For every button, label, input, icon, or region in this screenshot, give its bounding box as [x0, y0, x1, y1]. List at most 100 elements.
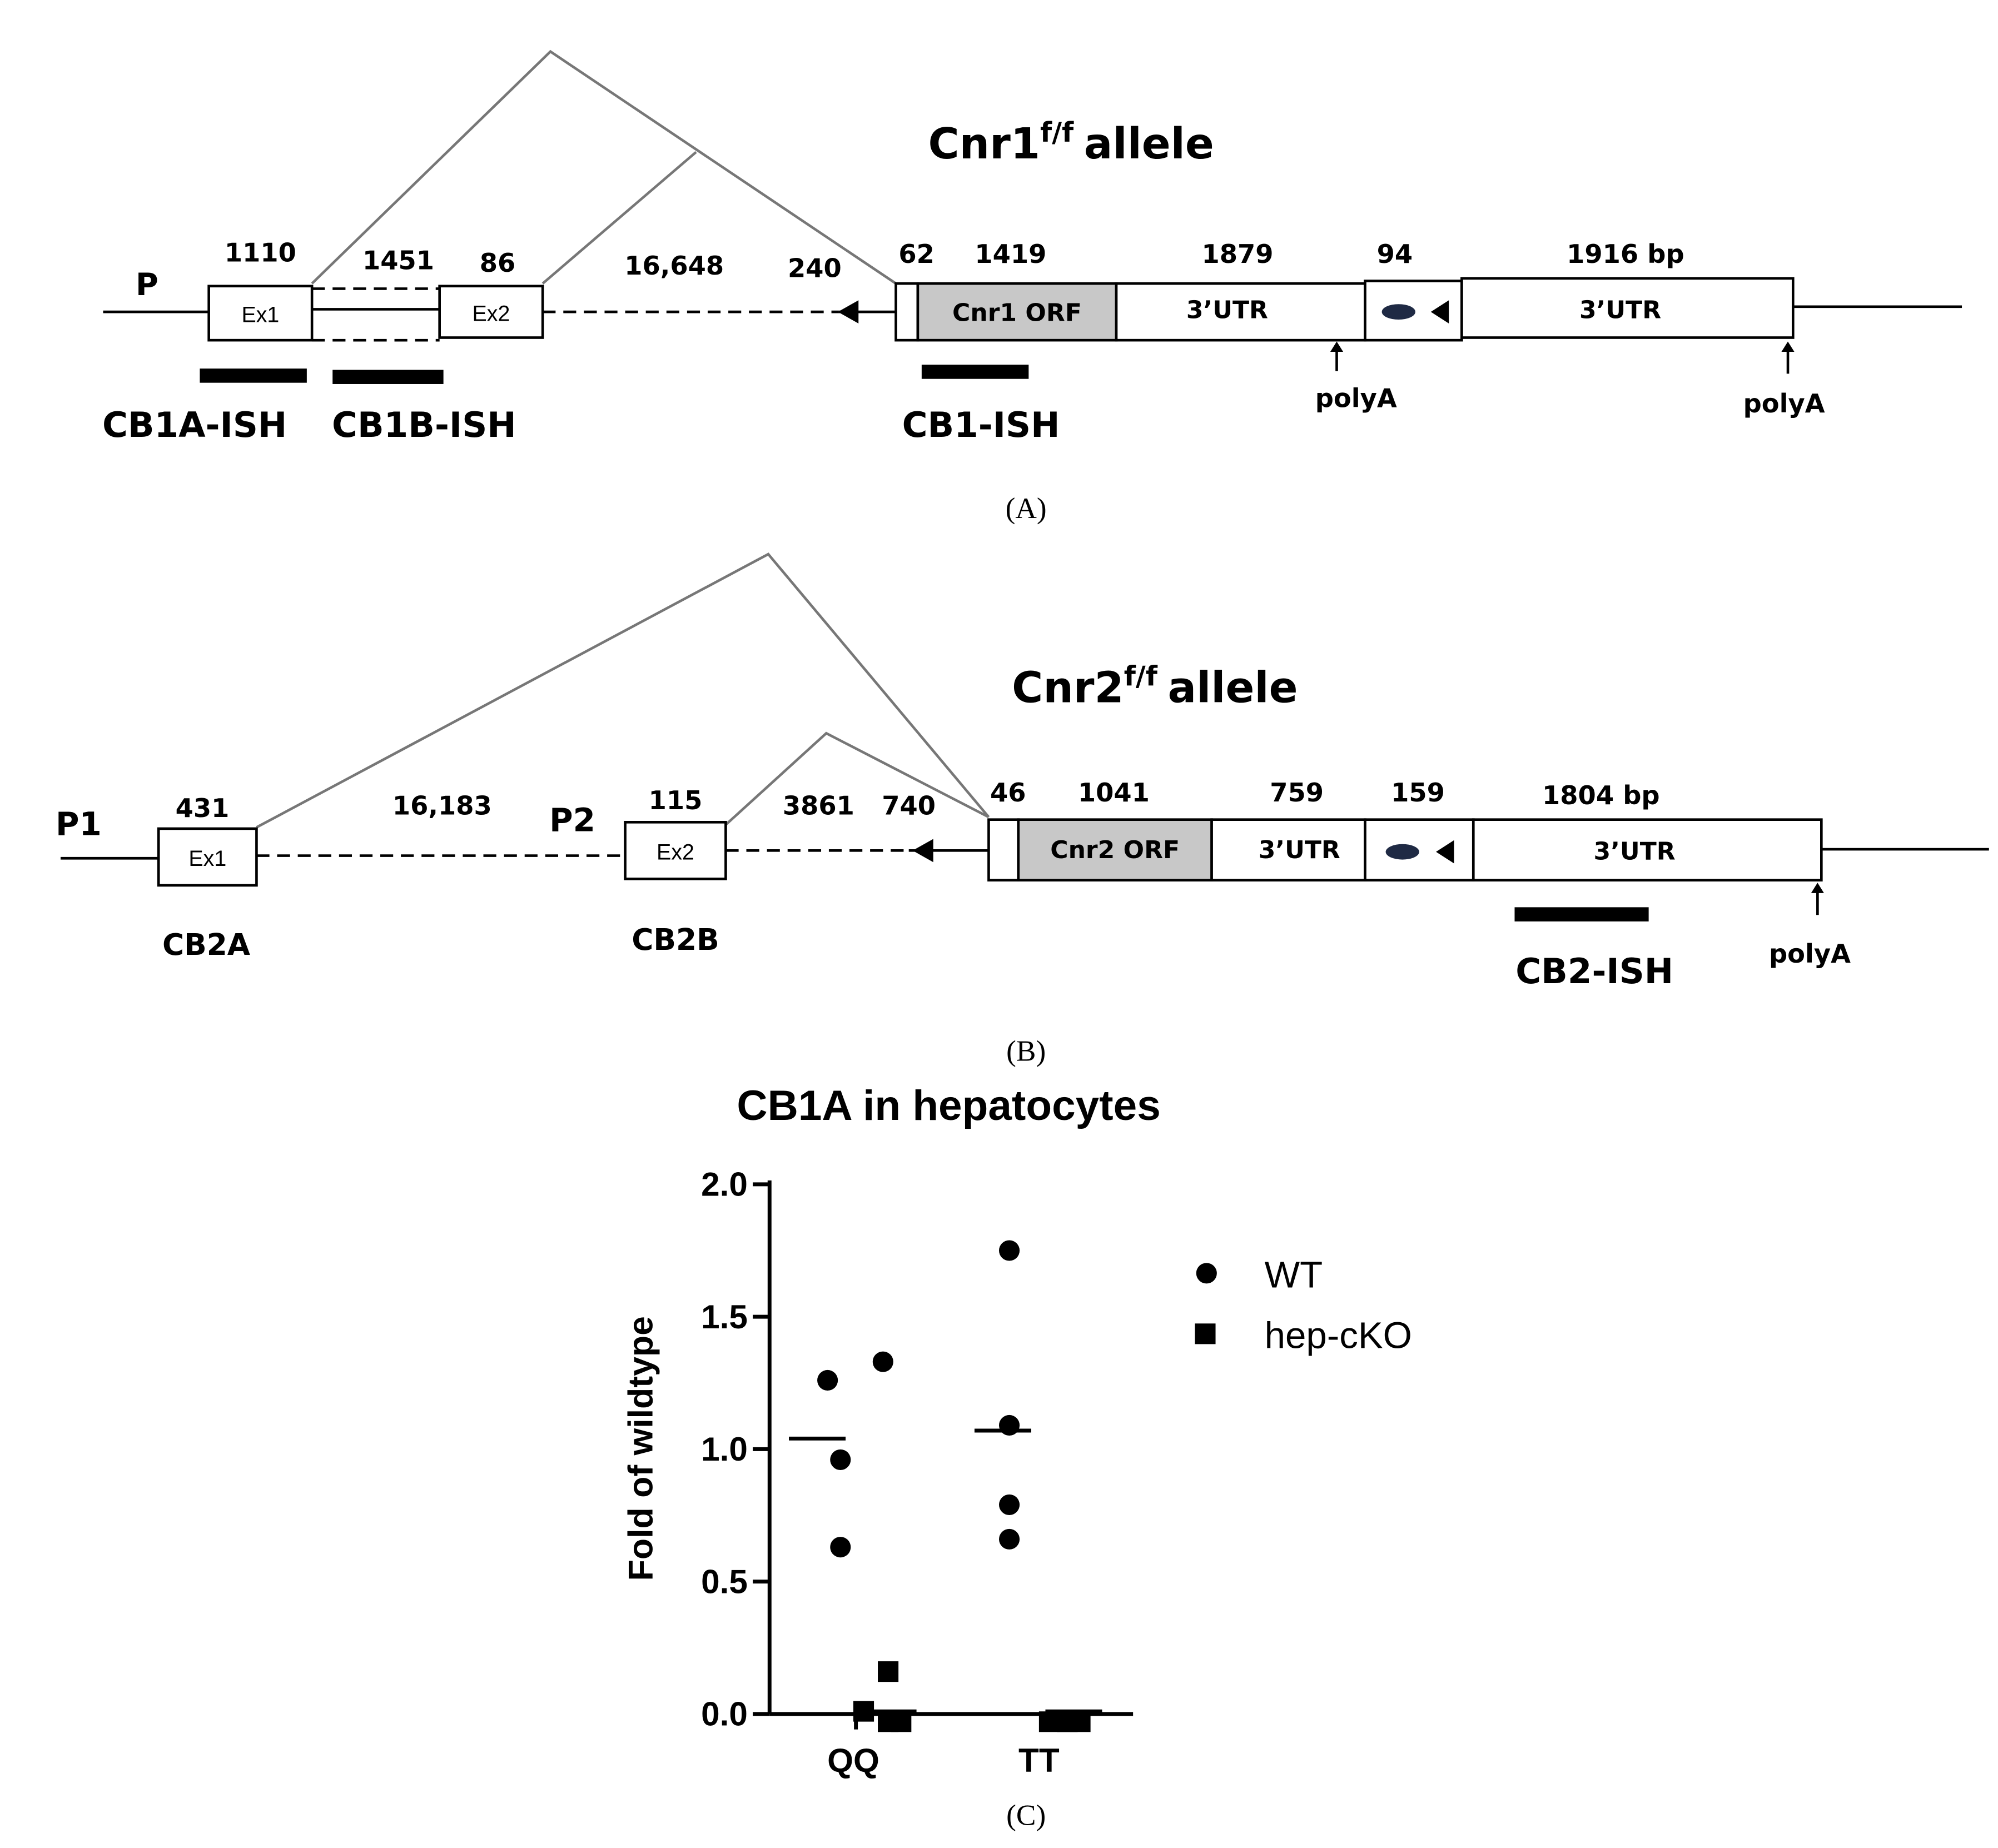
label-cb2b: CB2B [632, 923, 719, 957]
panel-c: CB1A in hepatocytes Fold of wildtype 0.0… [621, 1082, 1412, 1831]
loxp-b-2 [1436, 840, 1454, 864]
point-hepcko-0 [878, 1661, 899, 1682]
point-wt-7 [999, 1528, 1020, 1550]
orf-box-a [916, 282, 1118, 342]
utr1-label-b: 3’UTR [1259, 836, 1340, 864]
y-tick-label-2: 1.0 [701, 1430, 748, 1468]
loxp-b-1 [912, 839, 933, 863]
legend-label-hepcko: hep-cKO [1265, 1314, 1412, 1356]
probe-bar-cb1 [921, 365, 1029, 379]
len-b-2: 115 [649, 785, 703, 815]
probe-label-cb1: CB1-ISH [902, 405, 1060, 445]
legend-marker-wt [1196, 1263, 1217, 1284]
utr1-label-a: 3’UTR [1186, 296, 1268, 325]
len-b-0: 431 [176, 793, 230, 823]
point-wt-4 [999, 1240, 1020, 1261]
len-b-4: 740 [882, 790, 936, 820]
allele-sup-a: f/f [1040, 117, 1074, 148]
polya-arrow-a-2-head [1781, 341, 1795, 352]
utr2-box-b [1472, 818, 1823, 881]
point-hepcko-3 [891, 1711, 912, 1732]
allele-word-b: allele [1167, 664, 1298, 713]
point-wt-1 [817, 1369, 838, 1391]
probe-label-cb2: CB2-ISH [1515, 951, 1673, 992]
chart-title: CB1A in hepatocytes [737, 1082, 1160, 1129]
probe-label-cb1b: CB1B-ISH [332, 405, 516, 445]
polya-label-b: polyA [1769, 939, 1851, 969]
allele-gene-b: Cnr2 [1012, 664, 1124, 713]
probe-bar-cb1a [200, 368, 307, 383]
point-wt-2 [830, 1449, 851, 1470]
exon2-label-b: Ex2 [657, 840, 694, 865]
panel-a: Ex1 Ex2 Cnr1 ORF 3’UTR 3’UTR P 1110 1451… [102, 49, 1962, 525]
legend-label-wt: WT [1265, 1254, 1323, 1296]
caption-b: (B) [1006, 1034, 1046, 1067]
exon1-box-b [157, 827, 258, 887]
len-b-3: 3861 [783, 790, 854, 820]
polya-label-a-1: polyA [1315, 383, 1397, 414]
polya-label-a-2: polyA [1743, 388, 1825, 419]
caption-c: (C) [1006, 1798, 1046, 1831]
splice-line-b-short [724, 731, 990, 826]
x-ticks: QQ TT [827, 1713, 1060, 1779]
y-tick-label-1: 0.5 [701, 1562, 748, 1600]
len-a-7: 1879 [1201, 239, 1273, 269]
len-b-1: 16,183 [392, 790, 492, 820]
y-tick-label-3: 1.5 [701, 1298, 748, 1336]
x-tick-label-1: TT [1018, 1741, 1060, 1779]
loxp-a-2 [1430, 300, 1449, 323]
len-b-8: 159 [1391, 778, 1445, 808]
probe-bar-cb2 [1514, 907, 1649, 921]
len-b-9: 1804 bp [1542, 780, 1660, 810]
exon1-label-a: Ex1 [241, 303, 279, 327]
orf-label-b: Cnr2 ORF [1050, 836, 1180, 864]
x-tick-label-0: QQ [827, 1741, 879, 1779]
exon2-box-a [438, 285, 544, 339]
caption-a: (A) [1006, 491, 1047, 525]
utr2-box-a [1460, 277, 1795, 339]
allele-sup-b: f/f [1124, 661, 1158, 693]
len-a-6: 1419 [975, 239, 1046, 269]
len-a-8: 94 [1377, 239, 1413, 269]
allele-word-a: allele [1084, 119, 1214, 169]
promoter1-label-b: P1 [56, 805, 102, 843]
len-a-5: 62 [898, 239, 935, 269]
point-wt-6 [999, 1494, 1020, 1515]
point-wt-3 [830, 1537, 851, 1558]
len-a-1: 1451 [362, 246, 434, 276]
exon1-label-b: Ex1 [188, 846, 226, 871]
y-ticks: 0.0 0.5 1.0 1.5 2.0 [701, 1165, 770, 1733]
orf-label-a: Cnr1 ORF [952, 298, 1082, 327]
len-a-0: 1110 [225, 238, 296, 268]
lox-box-b [1364, 818, 1475, 881]
exon3-5utr-a [894, 282, 920, 342]
allele-gene-a: Cnr1 [928, 119, 1040, 169]
len-a-2: 86 [480, 248, 516, 278]
point-hepcko-5 [1038, 1711, 1060, 1732]
utr1-box-a [1115, 282, 1366, 342]
len-b-5: 46 [990, 778, 1026, 808]
splice-line-a-long [311, 49, 897, 285]
polya-arrow-a-1-head [1330, 341, 1344, 352]
allele-title-a: Cnr1f/f allele [928, 117, 1214, 169]
exon1-box-a [207, 285, 314, 342]
utr2-label-b: 3’UTR [1594, 838, 1676, 866]
splice-line-a-short [541, 151, 697, 285]
y-tick-label-0: 0.0 [701, 1695, 748, 1733]
exon2-label-a: Ex2 [472, 301, 510, 326]
loxp-a-1 [838, 300, 859, 323]
frt-site-a [1381, 304, 1415, 320]
y-tick-label-4: 2.0 [701, 1165, 748, 1203]
promoter-label-a: P [136, 267, 158, 303]
point-hepcko-7 [1057, 1711, 1078, 1732]
exon3-5utr-b [987, 818, 1020, 881]
point-wt-0 [872, 1351, 893, 1372]
promoter2-label-b: P2 [549, 801, 595, 839]
probe-label-cb1a: CB1A-ISH [102, 405, 287, 445]
len-a-3: 16,648 [624, 251, 724, 281]
len-b-7: 759 [1270, 778, 1324, 808]
label-cb2a: CB2A [162, 928, 250, 962]
y-axis-label: Fold of wildtype [621, 1316, 660, 1581]
probe-bar-cb1b [332, 370, 444, 384]
